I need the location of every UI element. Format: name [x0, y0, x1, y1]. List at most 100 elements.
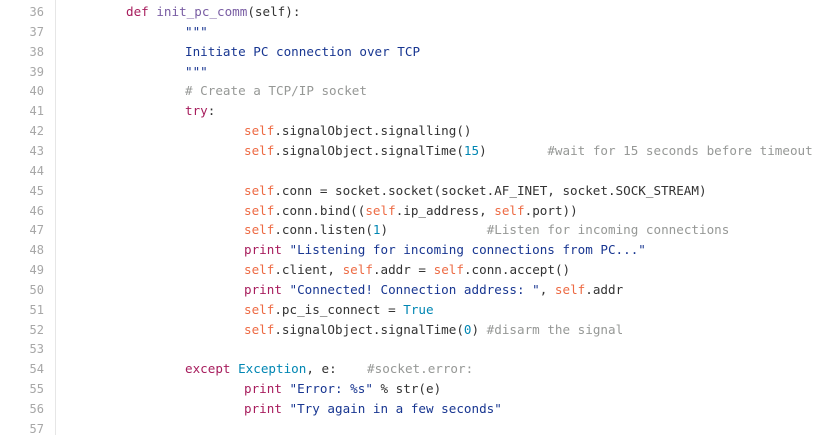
code-token: try — [185, 103, 208, 119]
code-line[interactable]: def init_pc_comm(self): — [126, 2, 300, 22]
code-token: print — [244, 401, 282, 416]
code-token: self — [244, 321, 275, 337]
line-number: 40 — [29, 84, 44, 99]
code-token: self — [244, 301, 275, 317]
code-token: self — [244, 123, 275, 139]
code-area[interactable]: def init_pc_comm(self):"""Initiate PC co… — [56, 0, 813, 435]
line-number: 43 — [29, 143, 44, 158]
line-number: 38 — [29, 44, 44, 59]
line-number: 41 — [29, 104, 44, 119]
code-token: .signalObject.signalTime( — [274, 321, 464, 337]
line-number: 56 — [29, 402, 44, 416]
code-token: .conn.bind(( — [274, 202, 366, 218]
code-token: #disarm the signal — [486, 321, 624, 337]
code-line[interactable]: """ — [185, 62, 208, 82]
line-number: 53 — [29, 342, 44, 357]
line-number: 36 — [29, 5, 44, 19]
code-line[interactable]: Initiate PC connection over TCP — [185, 42, 420, 62]
line-number: 45 — [29, 183, 44, 198]
code-token: .conn.accept() — [463, 262, 571, 278]
code-line[interactable]: self.conn.listen(1) #Listen for incoming… — [244, 220, 729, 240]
code-token — [282, 282, 290, 297]
line-number: 54 — [29, 362, 44, 377]
code-token: self — [365, 202, 396, 218]
code-token: .pc_is_connect = — [274, 301, 404, 317]
code-token: #Listen for incoming connections — [486, 222, 730, 238]
code-token: .conn = socket.socket(socket.AF_INET, so… — [274, 182, 707, 198]
code-token: # Create a TCP/IP socket — [185, 83, 367, 99]
line-number: 50 — [29, 282, 44, 297]
code-token: 1 — [372, 222, 381, 238]
code-token: .signalObject.signalling() — [274, 123, 472, 139]
code-line[interactable]: self.signalObject.signalTime(0) #disarm … — [244, 320, 623, 340]
line-number: 52 — [29, 322, 44, 337]
code-token: ) — [479, 142, 487, 158]
line-number: 44 — [29, 163, 44, 178]
code-token: , e: — [306, 361, 337, 377]
code-token: ) — [471, 321, 487, 337]
code-line[interactable]: # Create a TCP/IP socket — [185, 81, 367, 101]
code-token — [388, 222, 487, 237]
code-line[interactable]: self.signalObject.signalTime(15) #wait f… — [244, 141, 813, 161]
code-token: % str(e) — [372, 381, 442, 397]
code-line[interactable]: except Exception, e: #socket.error: — [185, 359, 473, 379]
code-token: #wait for 15 seconds before timeout — [547, 142, 813, 158]
code-token: .ip_address, — [395, 202, 495, 218]
code-token: self — [244, 182, 275, 198]
code-token: #socket.error: — [367, 361, 474, 377]
code-line[interactable]: self.client, self.addr = self.conn.accep… — [244, 260, 570, 280]
code-line[interactable]: try: — [185, 101, 215, 121]
code-line[interactable]: self.signalObject.signalling() — [244, 121, 471, 141]
code-line[interactable]: print "Connected! Connection address: ",… — [244, 280, 623, 300]
line-number: 49 — [29, 263, 44, 278]
code-token: self — [244, 142, 275, 158]
code-token — [282, 242, 290, 257]
code-token: .signalObject.signalTime( — [274, 142, 464, 158]
code-line[interactable]: self.conn.bind((self.ip_address, self.po… — [244, 201, 578, 221]
code-line[interactable]: self.pc_is_connect = True — [244, 300, 434, 320]
code-token — [487, 143, 548, 158]
code-token — [282, 401, 290, 416]
code-token: (self): — [247, 4, 301, 19]
code-token: .conn.listen( — [274, 222, 373, 238]
code-token: .addr = — [372, 262, 434, 278]
code-token — [337, 361, 367, 376]
code-token: 15 — [463, 142, 480, 158]
code-token: def — [126, 4, 149, 19]
code-token: init_pc_comm — [156, 4, 248, 19]
code-token: self — [244, 222, 275, 238]
code-token — [231, 361, 239, 376]
code-line[interactable]: print "Error: %s" % str(e) — [244, 379, 441, 399]
code-token: Exception — [238, 361, 307, 377]
code-token: "Listening for incoming connections from… — [289, 242, 646, 258]
code-token: self — [494, 202, 525, 218]
code-token: """ — [185, 23, 208, 39]
line-number: 55 — [29, 382, 44, 397]
code-token: .addr — [585, 281, 624, 297]
code-token: Initiate PC connection over TCP — [185, 43, 421, 59]
code-token: True — [403, 301, 434, 317]
code-line[interactable]: print "Listening for incoming connection… — [244, 240, 646, 260]
line-number: 37 — [29, 24, 44, 39]
code-token: """ — [185, 63, 208, 79]
code-token: self — [554, 281, 586, 297]
line-number: 46 — [29, 203, 44, 218]
code-token: print — [244, 242, 282, 258]
code-token: , — [539, 281, 555, 297]
code-token: self — [244, 202, 275, 218]
line-number: 57 — [29, 421, 44, 436]
code-token: print — [244, 381, 282, 397]
code-token: .port)) — [524, 202, 578, 218]
code-line[interactable]: """ — [185, 22, 208, 42]
code-token: self — [244, 262, 275, 278]
code-token: 0 — [463, 321, 472, 337]
code-token: .client, — [274, 262, 343, 278]
line-number: 48 — [29, 243, 44, 258]
code-line[interactable]: print "Try again in a few seconds" — [244, 399, 502, 419]
code-token: print — [244, 281, 282, 297]
line-number: 42 — [29, 124, 44, 139]
code-line[interactable]: self.conn = socket.socket(socket.AF_INET… — [244, 181, 707, 201]
code-token: : — [207, 103, 216, 119]
